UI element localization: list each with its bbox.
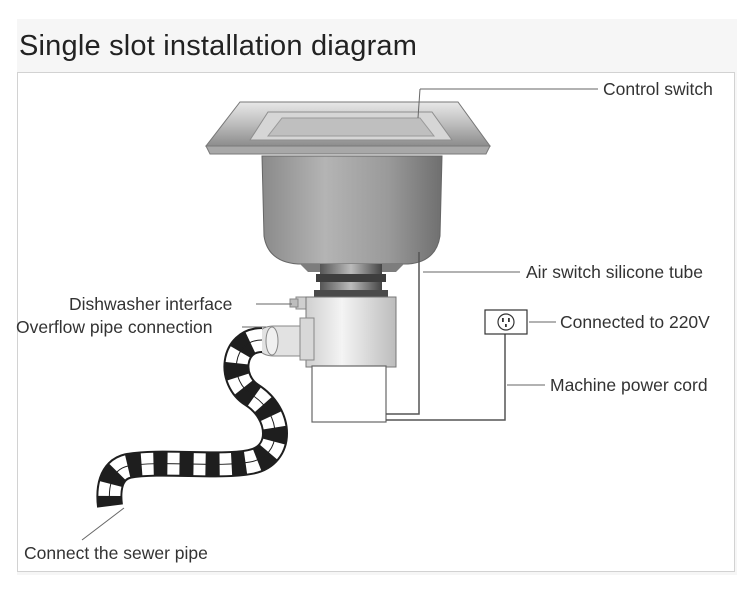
drain-hose [96, 327, 288, 508]
sink-rim [204, 101, 491, 155]
mounting-collar [314, 264, 388, 298]
label-control-switch: Control switch [603, 79, 713, 99]
socket-icon [484, 309, 528, 335]
disposer-unit [299, 296, 397, 423]
label-connected-220v: Connected to 220V [560, 312, 710, 332]
diagram-title: Single slot installation diagram [19, 30, 418, 62]
sink-bowl [261, 155, 443, 272]
label-power-cord: Machine power cord [550, 375, 708, 395]
wiring [386, 252, 506, 421]
label-overflow-pipe: Overflow pipe connection [16, 317, 213, 337]
label-sewer-pipe: Connect the sewer pipe [24, 543, 208, 563]
leader-lines [81, 88, 598, 541]
label-dishwasher-interface: Dishwasher interface [69, 294, 233, 314]
label-air-switch-tube: Air switch silicone tube [526, 262, 704, 282]
overflow-connector [257, 325, 301, 357]
